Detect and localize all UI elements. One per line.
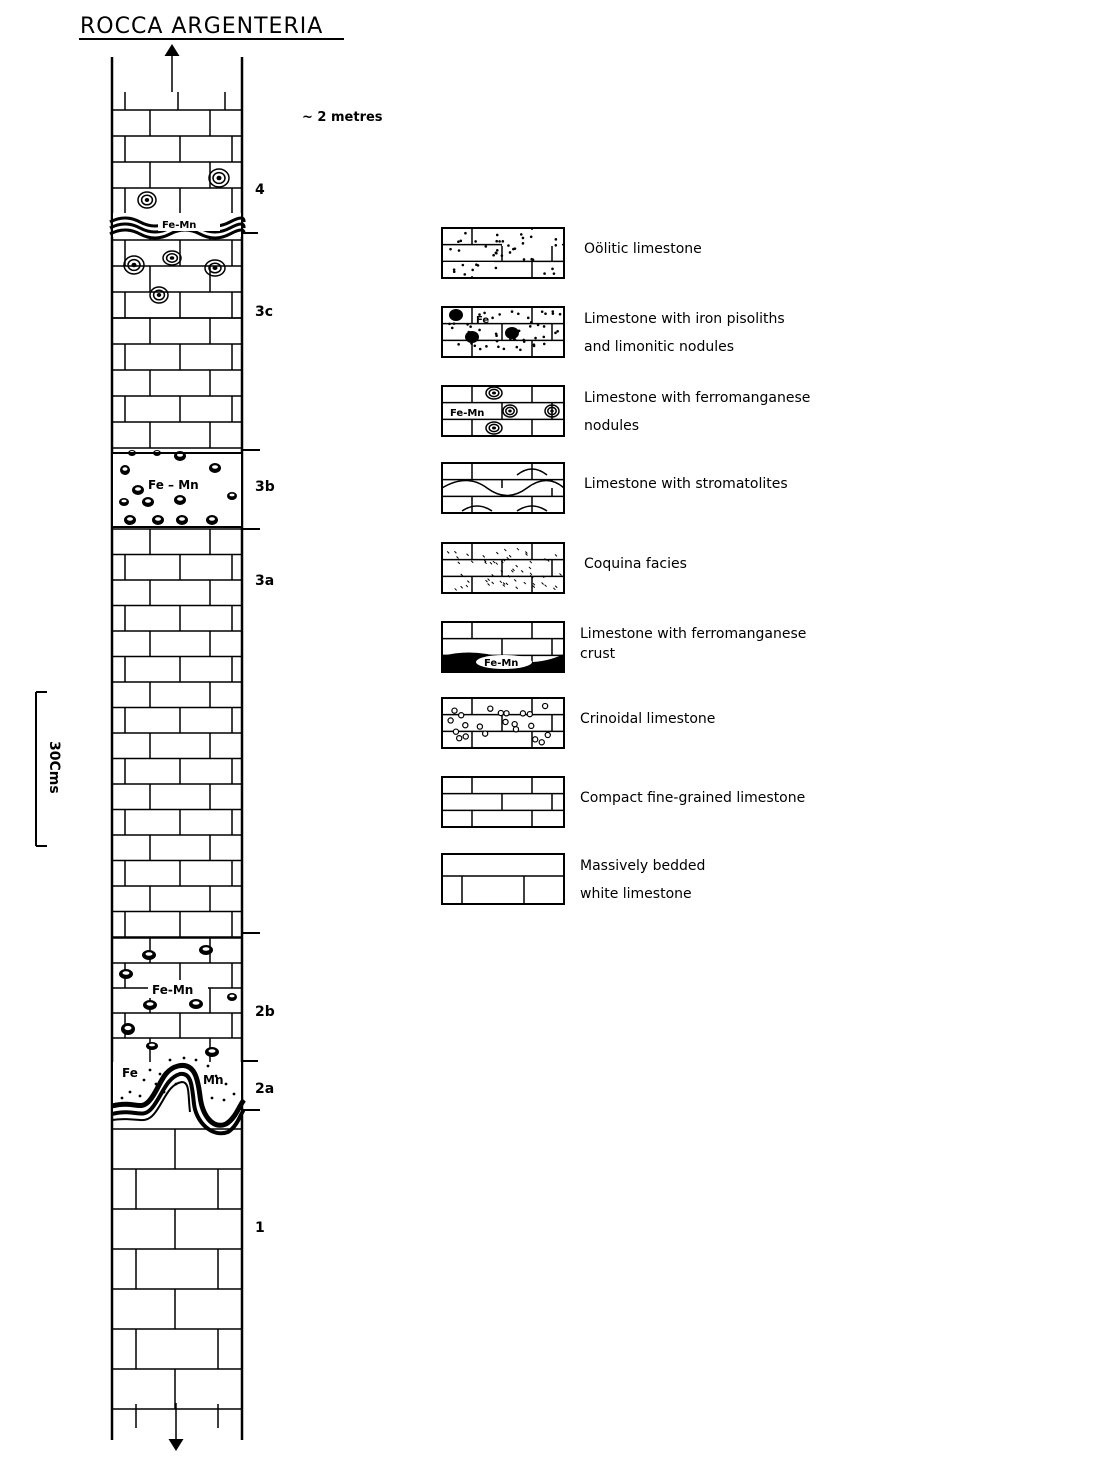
bed-3b-chem-label: Fe – Mn [148, 478, 199, 492]
legend-item-fe-mn-crust: Fe-Mn Limestone with ferromanganese crust [441, 621, 806, 673]
legend-label-fe-mn-crust-0: Limestone with ferromanganese [580, 626, 806, 642]
legend-fe-label: Fe [476, 315, 489, 326]
bed-label-4: 4 [255, 182, 265, 198]
bed-4-fe-mn-crust: Fe-Mn [109, 215, 246, 240]
legend-item-fe-mn-nodules: Fe-Mn Limestone with ferromanganese nodule… [441, 385, 810, 437]
legend-item-coquina: Coquina facies [441, 542, 687, 594]
legend-label-massive-0: Massively bedded [580, 858, 705, 874]
bed-2a-fe-label: Fe [122, 1066, 138, 1080]
bed-label-3b: 3b [255, 479, 275, 495]
legend-label-fe-mn-crust-1: crust [580, 646, 616, 662]
bed-2a-mn-label: Mn [203, 1073, 223, 1087]
legend-item-oolitic: Oölitic limestone [441, 227, 702, 279]
legend-item-compact: Compact fine-grained limestone [441, 776, 805, 828]
scale-bar-label: 30Cms [46, 741, 62, 794]
bed-label-3c: 3c [255, 304, 273, 320]
bed-label-2a: 2a [255, 1081, 274, 1097]
column-nodules [119, 168, 237, 1057]
legend-fe-mn-label: Fe-Mn [450, 408, 484, 419]
diagram-title: ROCCA ARGENTERIA [80, 14, 323, 39]
legend-item-iron-pisoliths: Fe Limestone with iron pisoliths and limon… [441, 306, 785, 358]
legend-item-crinoidal: Crinoidal limestone [441, 697, 715, 749]
thickness-note: ~ 2 metres [302, 110, 383, 125]
legend-label-fe-mn-nodules-1: nodules [584, 418, 639, 434]
bed-2b-chem-label: Fe-Mn [152, 983, 193, 997]
section-column [110, 57, 244, 1440]
legend-label-crinoidal-0: Crinoidal limestone [580, 711, 715, 727]
legend-label-oolitic-0: Oölitic limestone [584, 241, 702, 257]
bed-label-3a: 3a [255, 573, 274, 589]
legend-label-fe-mn-nodules-0: Limestone with ferromanganese [584, 390, 810, 406]
legend-label-stromatolites-0: Limestone with stromatolites [584, 476, 788, 492]
legend-label-compact-0: Compact fine-grained limestone [580, 790, 805, 806]
bed-2a-stromatolite-crust: Fe Mn [111, 1056, 246, 1136]
bed-boundary-ticks [242, 232, 260, 1111]
bed-4-chem-label: Fe-Mn [162, 220, 196, 231]
legend-label-iron-pisoliths-1: and limonitic nodules [584, 339, 734, 355]
legend-label-iron-pisoliths-0: Limestone with iron pisoliths [584, 311, 785, 327]
legend-item-stromatolites: Limestone with stromatolites [441, 462, 788, 514]
bed-label-2b: 2b [255, 1004, 275, 1020]
legend-crust-fe-mn-label: Fe-Mn [484, 658, 518, 669]
legend-label-massive-1: white limestone [580, 886, 692, 902]
legend-item-massive: Massively bedded white limestone [441, 853, 705, 905]
legend-label-coquina-0: Coquina facies [584, 556, 687, 572]
bed-label-1: 1 [255, 1220, 265, 1236]
scale-bar [35, 691, 47, 847]
